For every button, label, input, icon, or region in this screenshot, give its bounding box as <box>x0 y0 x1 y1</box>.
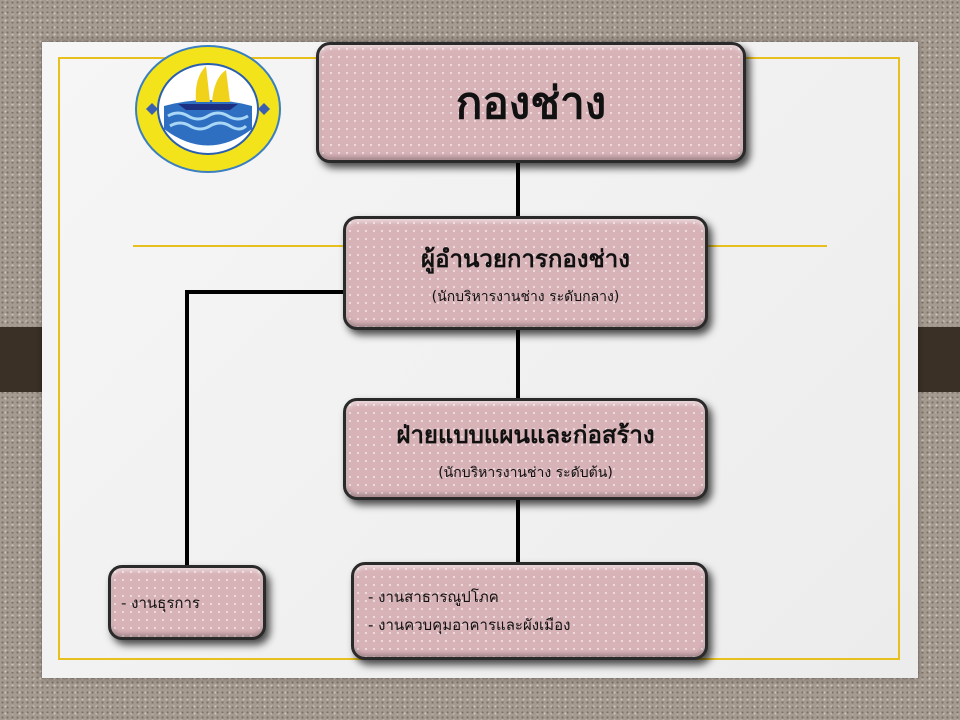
division-title: กองช่าง <box>455 77 607 129</box>
connector-section-works <box>516 498 520 564</box>
municipality-logo <box>135 45 281 173</box>
connector-title-director <box>516 160 520 218</box>
section-box: ฝ่ายแบบแผนและก่อสร้าง (นักบริหารงานช่าง … <box>343 398 708 500</box>
director-box: ผู้อำนวยการกองช่าง (นักบริหารงานช่าง ระด… <box>343 216 708 330</box>
section-title: ฝ่ายแบบแผนและก่อสร้าง <box>396 420 655 449</box>
works-item: - งานควบคุมอาคารและผังเมือง <box>368 616 571 634</box>
director-title: ผู้อำนวยการกองช่าง <box>421 244 630 273</box>
connector-director-admin-v <box>185 290 189 567</box>
division-title-box: กองช่าง <box>316 42 746 163</box>
connector-director-admin-h <box>185 290 347 294</box>
section-subtitle: (นักบริหารงานช่าง ระดับต้น) <box>438 464 613 481</box>
works-item: - งานสาธารณูปโภค <box>368 588 499 606</box>
works-box: - งานสาธารณูปโภค - งานควบคุมอาคารและผังเ… <box>351 562 708 660</box>
admin-box: - งานธุรการ <box>108 565 266 640</box>
admin-item: - งานธุรการ <box>121 593 200 612</box>
connector-director-section <box>516 328 520 400</box>
director-subtitle: (นักบริหารงานช่าง ระดับกลาง) <box>431 288 620 305</box>
